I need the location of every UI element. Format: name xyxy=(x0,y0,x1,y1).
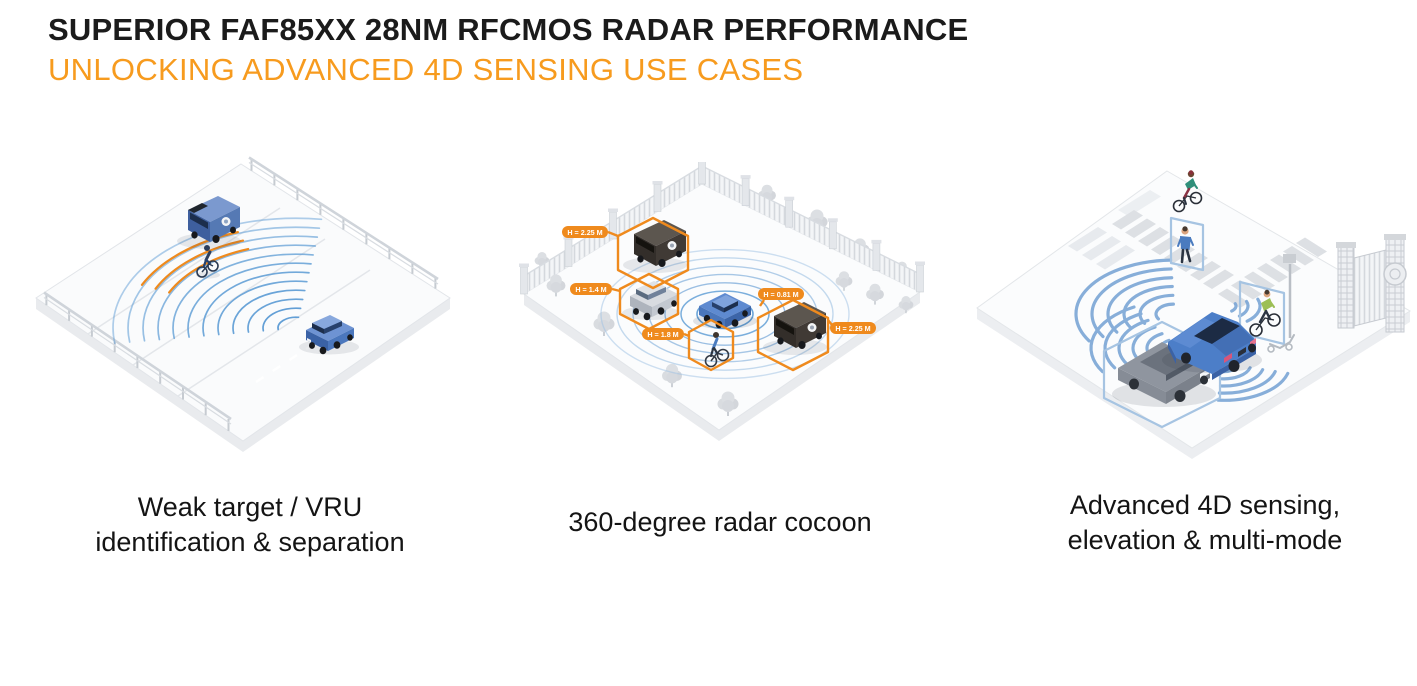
lane-line xyxy=(132,238,326,366)
slide-header: SUPERIOR FAF85XX 28NM RFCMOS RADAR PERFO… xyxy=(48,12,968,87)
ego-sports-car xyxy=(1162,312,1262,380)
lane-line xyxy=(177,269,371,397)
pedestrian xyxy=(1177,226,1194,264)
cyclist-top xyxy=(1172,170,1203,213)
caption-advanced-4d: Advanced 4D sensing, elevation & multi-m… xyxy=(985,488,1417,558)
caption-line: 360-degree radar cocoon xyxy=(568,507,872,537)
delivery-van xyxy=(177,196,241,249)
picket-fence xyxy=(518,162,926,295)
label-connector xyxy=(607,230,619,238)
svg-text:H = 0.81 M: H = 0.81 M xyxy=(763,290,798,299)
caption-line: identification & separation xyxy=(95,527,405,558)
svg-text:H = 1.8 M: H = 1.8 M xyxy=(647,330,678,339)
caption-line: Advanced 4D sensing, xyxy=(1069,490,1341,520)
measurement-label: H = 0.81 M xyxy=(758,288,804,300)
label-connector xyxy=(611,287,621,293)
guardrail-left xyxy=(43,291,232,431)
sidewalk-strips xyxy=(1068,190,1161,270)
lane-line xyxy=(87,207,281,335)
illustration-radar-cocoon: H = 2.25 M H = 1.4 M H = 1.8 M H = 0.81 … xyxy=(518,162,926,441)
panel-weak-target xyxy=(28,146,468,468)
crosswalk-stripes xyxy=(1112,210,1327,308)
caption-radar-cocoon: 360-degree radar cocoon xyxy=(505,505,935,540)
measurement-label: H = 2.25 M xyxy=(562,226,608,238)
ego-car xyxy=(693,293,757,329)
bbox-pedestrian xyxy=(1169,216,1205,272)
cyclist xyxy=(196,245,220,279)
label-connector xyxy=(759,299,765,307)
measurement-label: H = 1.8 M xyxy=(642,328,684,340)
slide-title: SUPERIOR FAF85XX 28NM RFCMOS RADAR PERFO… xyxy=(48,12,969,47)
traffic-pole xyxy=(1283,254,1296,338)
bbox-cyclist xyxy=(687,318,735,372)
measurement-label: H = 1.4 M xyxy=(570,283,612,295)
label-connector xyxy=(683,332,690,338)
caption-weak-target: Weak target / VRU identification & separ… xyxy=(40,490,460,560)
bbox-van-right xyxy=(756,298,830,372)
measurement-label: H = 2.25 M xyxy=(830,322,876,334)
ego-car xyxy=(299,315,359,355)
cyclist-right xyxy=(1249,289,1281,337)
illustration-advanced-4d xyxy=(976,170,1411,459)
illustration-weak-target-vru xyxy=(35,156,451,452)
label-connector xyxy=(827,319,833,326)
radar-fan-side xyxy=(1091,307,1169,372)
panel-radar-cocoon: H = 2.25 M H = 1.4 M H = 1.8 M H = 0.81 … xyxy=(512,162,942,462)
panel-advanced-4d xyxy=(972,146,1417,468)
bbox-cyclist-right xyxy=(1238,280,1286,346)
svg-text:H = 2.25 M: H = 2.25 M xyxy=(835,324,870,333)
annotation-frames xyxy=(607,216,833,372)
slide-subtitle: UNLOCKING ADVANCED 4D SENSING USE CASES xyxy=(48,51,804,87)
caption-line: elevation & multi-mode xyxy=(1067,525,1343,556)
svg-text:H = 1.4 M: H = 1.4 M xyxy=(575,285,606,294)
detected-cyclist xyxy=(704,332,730,368)
weak-target-highlight-arcs xyxy=(142,232,248,292)
scooter xyxy=(1267,334,1295,353)
caption-line: Weak target / VRU xyxy=(137,492,363,522)
radar-fans xyxy=(1076,260,1288,400)
measurement-labels: H = 2.25 M H = 1.4 M H = 1.8 M H = 0.81 … xyxy=(562,226,876,340)
svg-text:H = 2.25 M: H = 2.25 M xyxy=(567,228,602,237)
gate xyxy=(1336,234,1407,333)
guardrail-right xyxy=(248,156,439,289)
